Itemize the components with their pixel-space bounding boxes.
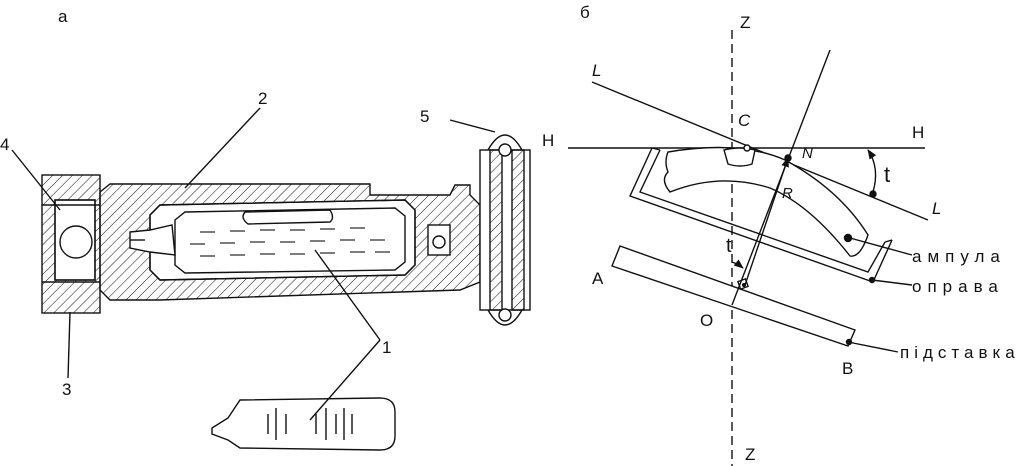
point-o-label: O	[700, 311, 713, 330]
end-cap	[41, 174, 101, 314]
level-body	[99, 183, 481, 301]
panel-b: б Z Z H H L L	[542, 3, 1020, 466]
point-b-label: B	[842, 359, 853, 378]
right-mount	[479, 134, 531, 326]
label-stand: підставка	[900, 343, 1020, 362]
label-frame: оправа	[912, 277, 1004, 296]
part-label-3: 3	[62, 380, 71, 399]
point-r-label: R	[782, 185, 793, 202]
part-label-2: 2	[258, 89, 267, 108]
line-h-left-label: H	[542, 131, 554, 150]
line-l-top-label: L	[592, 61, 601, 80]
vial	[174, 207, 406, 274]
angle-t-left-label: t	[726, 235, 732, 257]
panel-b-caption: б	[580, 3, 590, 22]
ampoule	[663, 146, 869, 257]
line-h-right-label: H	[912, 123, 924, 142]
frame	[629, 147, 893, 283]
part-label-4: 4	[0, 135, 9, 154]
label-ampoule: ампула	[912, 247, 1006, 266]
bubble	[242, 209, 334, 225]
axis-z-top-label: Z	[740, 13, 750, 32]
panel-a: а	[0, 7, 531, 451]
angle-t-right-label: t	[884, 162, 890, 187]
part-label-5: 5	[420, 107, 429, 126]
line-l-bottom-label: L	[932, 199, 941, 218]
part-label-1: 1	[382, 338, 391, 357]
panel-a-caption: а	[58, 7, 68, 26]
point-c-label: C	[738, 111, 751, 130]
stand	[611, 245, 856, 347]
point-a-label: A	[592, 269, 604, 288]
vial-separate	[211, 397, 396, 451]
line-l	[591, 81, 929, 221]
point-n-label: N	[802, 145, 813, 162]
axis-z-bottom-label: Z	[745, 445, 755, 464]
